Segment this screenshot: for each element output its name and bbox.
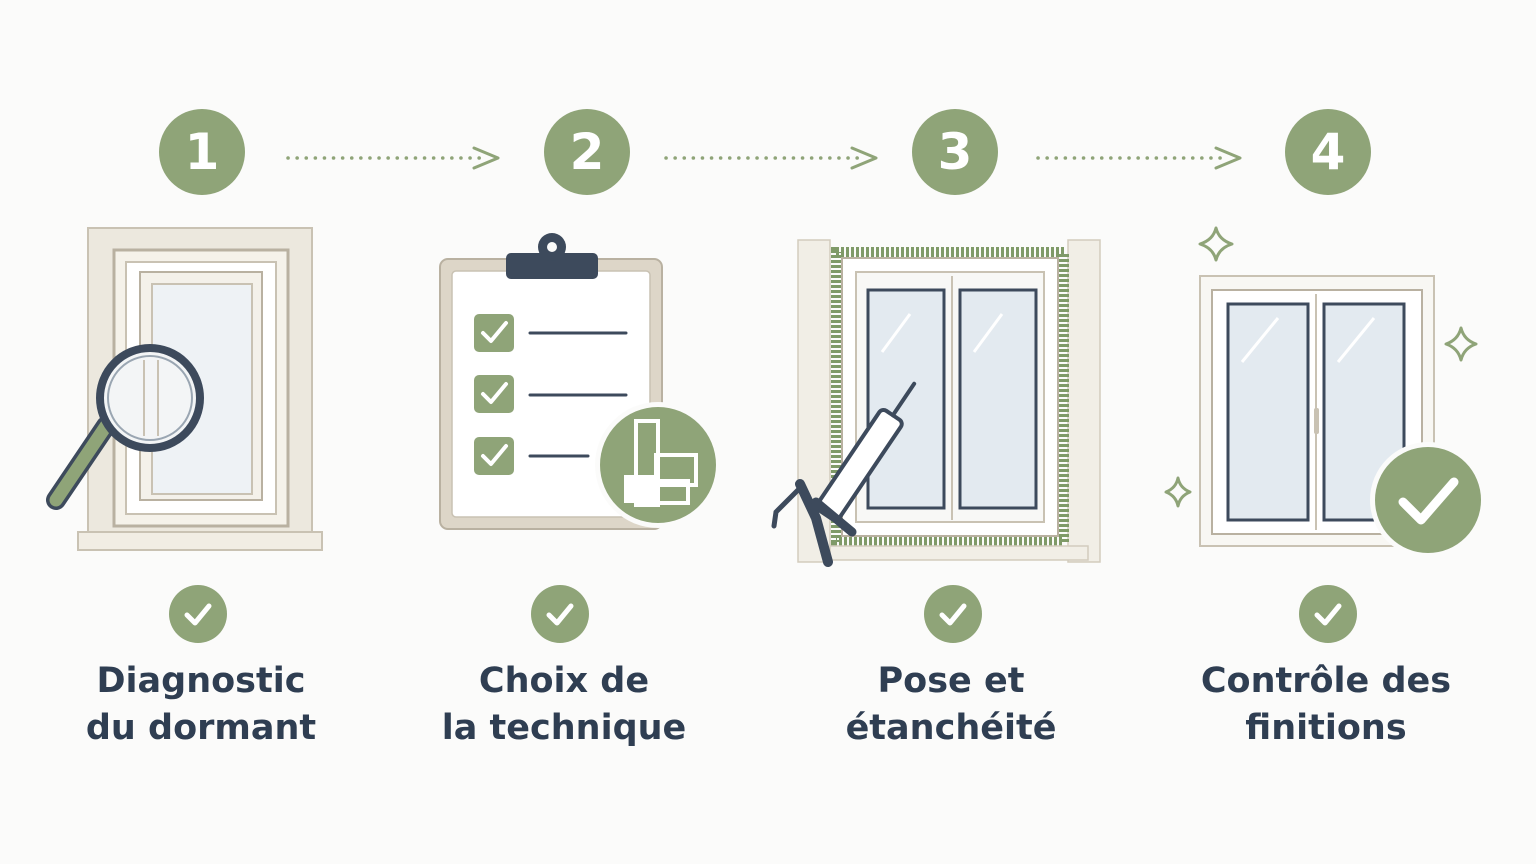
- step-4-number: 4: [1285, 109, 1371, 195]
- step-3-label-line1: Pose et: [877, 661, 1025, 701]
- arrow-1-to-2-icon: [286, 146, 500, 170]
- step-2-check-icon: [531, 585, 589, 643]
- step-1-label-line2: du dormant: [85, 708, 317, 748]
- step-3-label-line2: étanchéité: [845, 708, 1057, 748]
- step-3-label: Pose et étanchéité: [791, 658, 1111, 752]
- step-2-number: 2: [544, 109, 630, 195]
- step-2-label-line2: la technique: [441, 708, 687, 748]
- step-4-check-icon: [1299, 585, 1357, 643]
- clipboard-checklist-icon: [439, 233, 721, 530]
- step-1-check-icon: [169, 585, 227, 643]
- caulking-gun-window-icon: [771, 239, 1101, 567]
- step-2-label: Choix de la technique: [404, 658, 724, 752]
- arrow-2-to-3-icon: [664, 146, 878, 170]
- step-4-label: Contrôle des finitions: [1166, 658, 1486, 752]
- step-1-label-line1: Diagnostic: [96, 661, 306, 701]
- step-2-label-line1: Choix de: [478, 661, 650, 701]
- step-1-label: Diagnostic du dormant: [41, 658, 361, 752]
- step-3-number: 3: [912, 109, 998, 195]
- magnifier-window-icon: [46, 227, 323, 551]
- step-4-label-line1: Contrôle des: [1200, 661, 1452, 701]
- step-4-label-line2: finitions: [1245, 708, 1407, 748]
- step-1-number: 1: [159, 109, 245, 195]
- step-3-check-icon: [924, 585, 982, 643]
- arrow-3-to-4-icon: [1036, 146, 1242, 170]
- sparkling-window-icon: [1164, 226, 1486, 558]
